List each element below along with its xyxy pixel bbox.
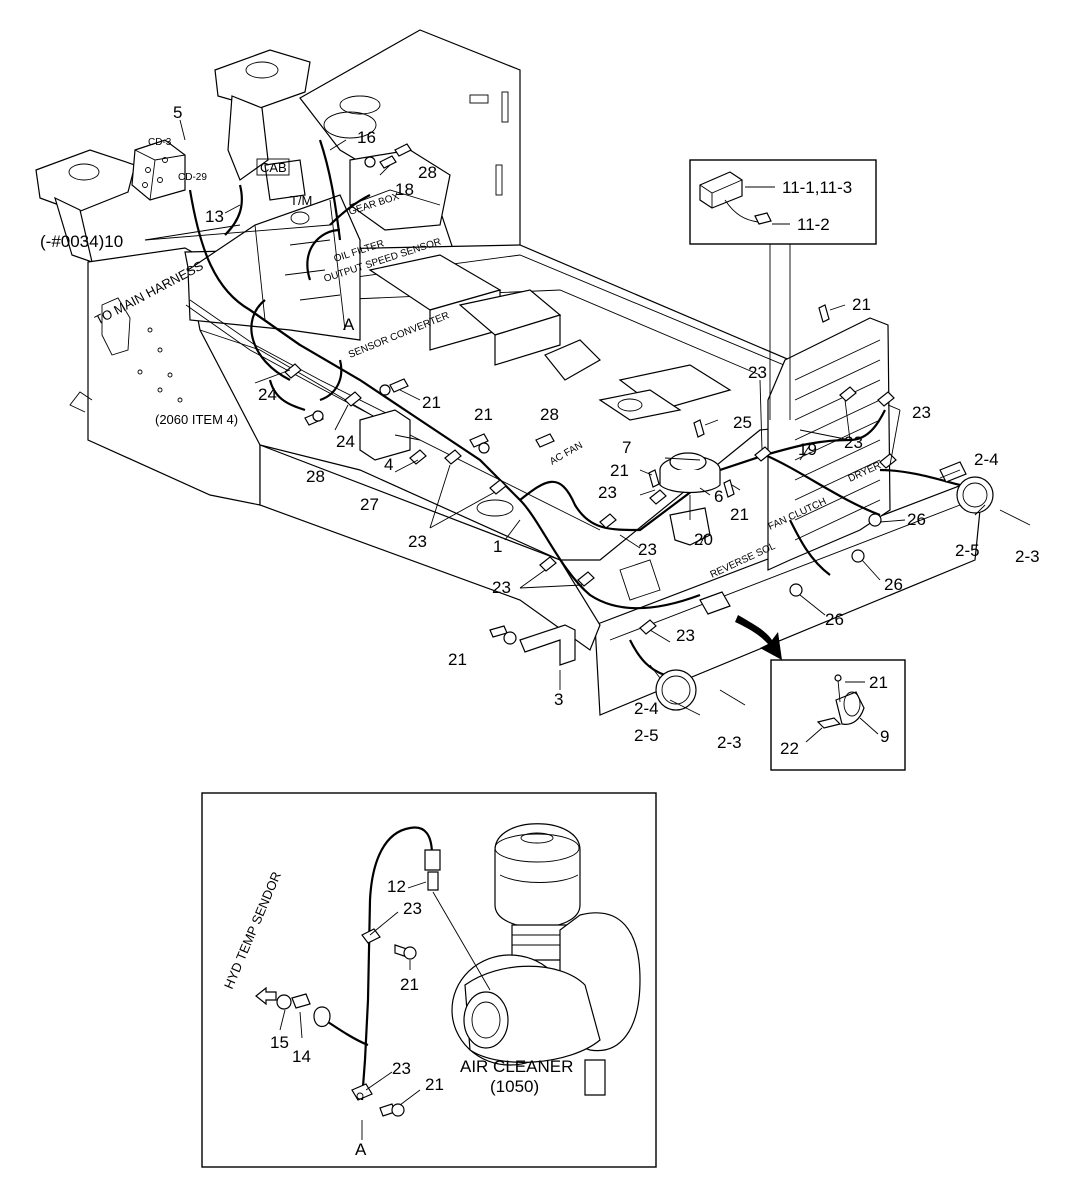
callout-21b: 21 (474, 405, 493, 424)
plate-4 (359, 409, 411, 461)
callout-23b: 23 (492, 578, 511, 597)
callout-23h: 23 (844, 433, 863, 452)
inset-air-cleaner: 12 23 21 HYD TEMP SENDOR 15 14 AIR CLEAN… (201, 792, 657, 1168)
inset-connector: 11-1,11-3 11-2 (689, 159, 877, 420)
callout-23f: 23 (638, 540, 657, 559)
label-2060-item4: (2060 ITEM 4) (155, 412, 238, 427)
callout-23-inset-b: 23 (392, 1059, 411, 1078)
callout-2-3b: 2-3 (1015, 547, 1040, 566)
callout-2-4b: 2-4 (974, 450, 999, 469)
callout-21-lamp: 21 (869, 673, 888, 692)
callout-24a: 24 (258, 385, 277, 404)
callout-26b: 26 (884, 575, 903, 594)
callout-20: 20 (694, 530, 713, 549)
callout-2-4a: 2-4 (634, 699, 659, 718)
label-air-cleaner: AIR CLEANER (460, 1057, 573, 1076)
callout-21d: 21 (610, 461, 629, 480)
callout-11-2: 11-2 (797, 215, 830, 234)
callout-2-3a: 2-3 (717, 733, 742, 752)
callout-a: A (343, 315, 355, 334)
callout-28c: 28 (540, 405, 559, 424)
callout-10: (-#0034)10 (40, 232, 123, 251)
arrow-to-lamp-inset (735, 615, 782, 660)
callout-21e: 21 (730, 505, 749, 524)
callout-23c: 23 (676, 626, 695, 645)
callout-23a: 23 (408, 532, 427, 551)
leader-lines (144, 119, 986, 716)
callout-23e: 23 (598, 483, 617, 502)
label-cd3: CD-3 (148, 137, 172, 148)
callout-14: 14 (292, 1047, 311, 1066)
callout-21-inset-a: 21 (400, 975, 419, 994)
callout-1: 1 (493, 537, 502, 556)
callout-18: 18 (395, 180, 414, 199)
callout-26a: 26 (907, 510, 926, 529)
harness-clamps (284, 363, 897, 635)
horn-assembly (659, 452, 721, 546)
callout-25: 25 (733, 413, 752, 432)
callout-19: 19 (798, 440, 817, 459)
label-cd29: CD-29 (178, 172, 207, 183)
bracket-3 (519, 624, 576, 666)
inset-lamp: 21 9 22 (770, 659, 906, 771)
callout-22: 22 (780, 739, 799, 758)
callout-21c: 21 (448, 650, 467, 669)
callout-21f: 21 (852, 295, 871, 314)
callout-13: 13 (205, 207, 224, 226)
callout-26c: 26 (825, 610, 844, 629)
callout-15: 15 (270, 1033, 289, 1052)
callout-28: 28 (418, 163, 437, 182)
callout-7: 7 (622, 438, 631, 457)
callout-4: 4 (384, 455, 393, 474)
callout-21a: 21 (422, 393, 441, 412)
callout-6: 6 (714, 487, 723, 506)
callout-23i: 23 (912, 403, 931, 422)
callout-a-inset: A (355, 1140, 367, 1159)
label-cab: CAB (260, 160, 287, 175)
callout-12: 12 (387, 877, 406, 896)
callout-16: 16 (357, 128, 376, 147)
lamps (655, 461, 994, 711)
callout-23g: 23 (748, 363, 767, 382)
callout-3: 3 (554, 690, 563, 709)
callout-11-1-11-3: 11-1,11-3 (782, 178, 852, 197)
callout-28b: 28 (306, 467, 325, 486)
callout-2-5a: 2-5 (634, 726, 659, 745)
label-air-cleaner-ref: (1050) (490, 1077, 539, 1096)
callout-5: 5 (173, 103, 182, 122)
callout-9: 9 (880, 727, 889, 746)
callout-23-inset-a: 23 (403, 899, 422, 918)
callout-2-5b: 2-5 (955, 541, 980, 560)
harness-wires (185, 139, 961, 677)
callout-24b: 24 (336, 432, 355, 451)
callout-27: 27 (360, 495, 379, 514)
bolts (304, 143, 1031, 706)
callout-21-inset-b: 21 (425, 1075, 444, 1094)
label-tm: T/M (290, 193, 312, 208)
